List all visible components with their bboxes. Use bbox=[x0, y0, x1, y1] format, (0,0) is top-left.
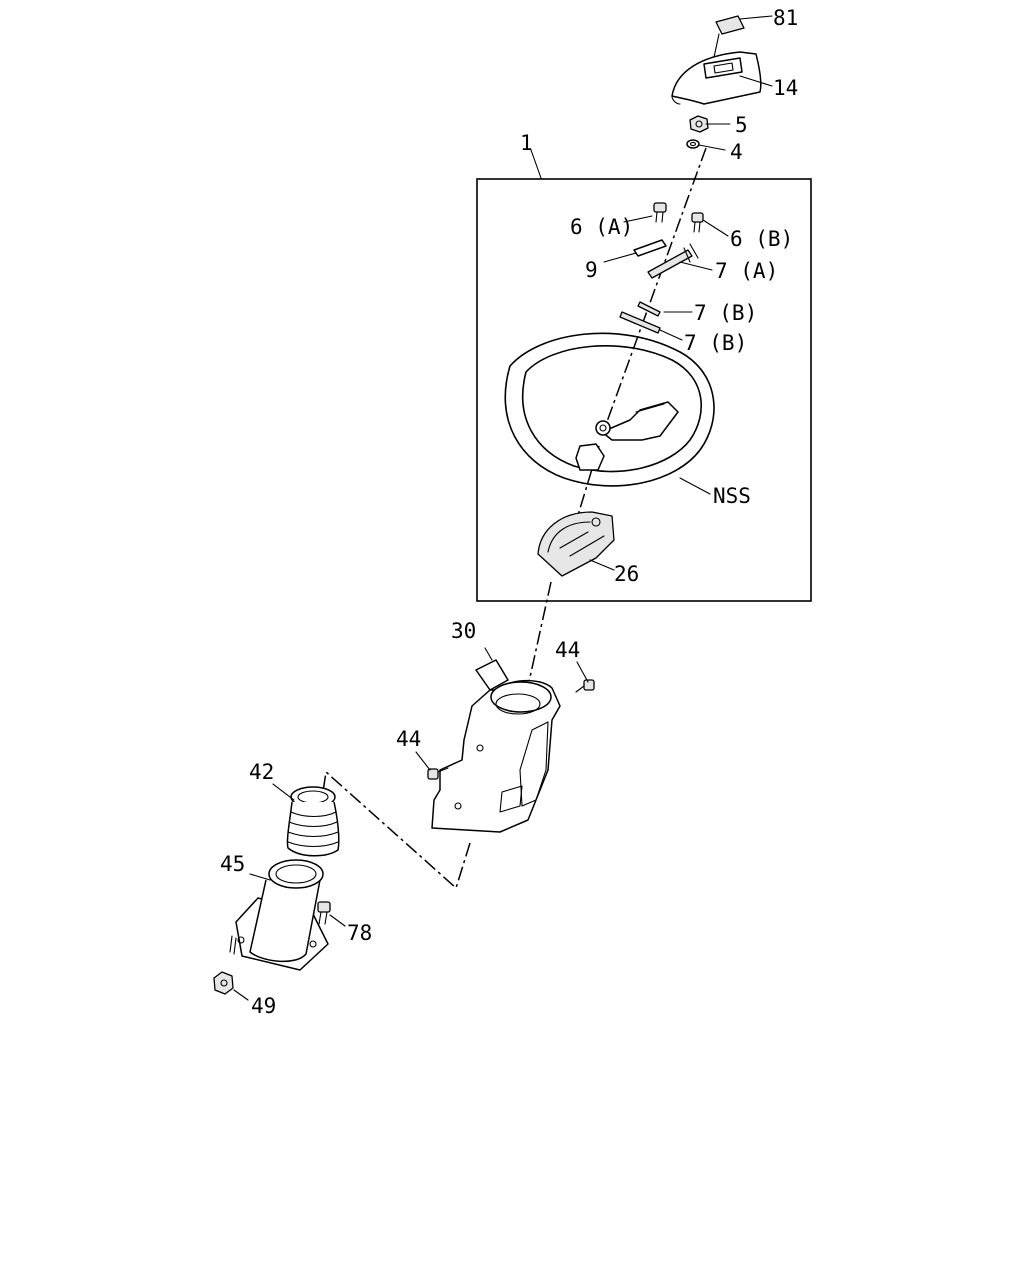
callout-30: 30 bbox=[451, 619, 476, 643]
part-42-bellows-boot bbox=[286, 786, 340, 857]
callout-44-left: 44 bbox=[396, 727, 421, 751]
part-44-screw-left bbox=[427, 767, 449, 780]
callout-14: 14 bbox=[773, 76, 798, 100]
assembly-frame bbox=[476, 178, 812, 602]
callout-42: 42 bbox=[249, 760, 274, 784]
callout-45: 45 bbox=[220, 852, 245, 876]
part-30-column-cover bbox=[431, 659, 561, 833]
part-nss-steering-wheel bbox=[504, 332, 715, 487]
callout-6a: 6 (A) bbox=[570, 215, 633, 239]
callout-7a: 7 (A) bbox=[715, 259, 778, 283]
callout-7b-lower: 7 (B) bbox=[684, 331, 747, 355]
callout-81: 81 bbox=[773, 6, 798, 30]
callout-nss: NSS bbox=[713, 484, 751, 508]
leader-lines bbox=[233, 15, 773, 1001]
centerline-upper bbox=[603, 147, 707, 431]
part-14-horn-cover bbox=[671, 51, 762, 105]
callout-4: 4 bbox=[730, 140, 743, 164]
part-9-plate bbox=[633, 239, 667, 257]
callout-44-right: 44 bbox=[555, 638, 580, 662]
part-7a-contact bbox=[647, 243, 699, 279]
part-5-nut bbox=[689, 115, 709, 133]
callout-78: 78 bbox=[347, 921, 372, 945]
callout-5: 5 bbox=[735, 113, 748, 137]
callout-49: 49 bbox=[251, 994, 276, 1018]
callout-9: 9 bbox=[585, 258, 598, 282]
part-7b-contact-upper bbox=[637, 301, 661, 317]
callout-1: 1 bbox=[520, 131, 533, 155]
part-7b-contact-lower bbox=[619, 311, 661, 334]
centerline-lower bbox=[520, 581, 552, 719]
part-78-bolt bbox=[317, 901, 331, 925]
callout-7b-upper: 7 (B) bbox=[694, 301, 757, 325]
callout-6b: 6 (B) bbox=[730, 227, 793, 251]
part-26-hub-plate bbox=[537, 511, 615, 577]
callout-26: 26 bbox=[614, 562, 639, 586]
part-44-screw-right bbox=[575, 679, 595, 693]
part-6a-screw bbox=[653, 202, 667, 223]
part-4-washer bbox=[686, 139, 700, 149]
part-45-lower-boot bbox=[229, 859, 329, 971]
part-6b-screw bbox=[691, 212, 704, 233]
part-49-nut bbox=[213, 971, 234, 995]
